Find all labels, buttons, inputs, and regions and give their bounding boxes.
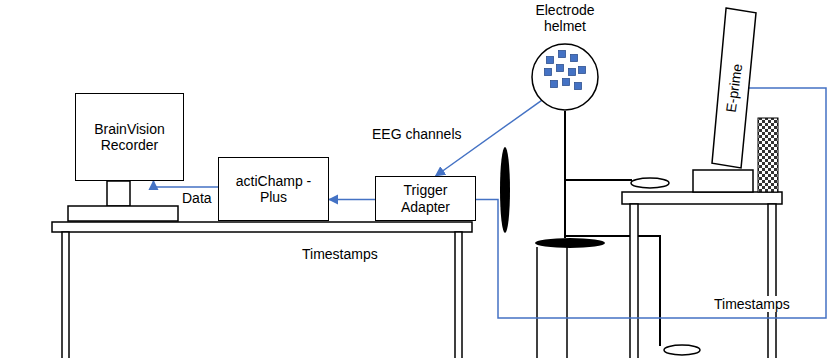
electrode [551, 81, 558, 88]
electrode [575, 83, 582, 90]
signal-connector [153, 181, 218, 187]
node-text: actiChamp - Plus [219, 173, 328, 205]
electrode [545, 69, 552, 76]
helmet-circle: Electrode helmet [520, 2, 610, 114]
chair [500, 147, 605, 358]
node-text: BrainVision Recorder [76, 121, 183, 153]
helmet-circle [532, 44, 598, 110]
electrode [559, 51, 566, 58]
right-table [622, 170, 782, 358]
adapter-box: Trigger Adapter [375, 176, 476, 221]
device-box: actiChamp - Plus [218, 157, 329, 221]
monitor-outline [712, 8, 756, 168]
foot-pedal [664, 345, 700, 355]
node-text: Trigger Adapter [376, 182, 475, 214]
electrode [547, 57, 554, 64]
electrode [563, 79, 570, 86]
speaker-box [758, 118, 778, 192]
left-table [52, 222, 472, 358]
signal-connector [329, 199, 375, 201]
connector-label: Data [180, 190, 214, 206]
tilted-monitor: E-prime [712, 8, 756, 168]
electrode [579, 67, 586, 74]
mouse [631, 178, 669, 188]
monitor-box: BrainVision Recorder [75, 93, 184, 181]
electrode [569, 69, 576, 76]
electrode [571, 55, 578, 62]
node-text: Electrode helmet [520, 2, 610, 34]
signal-connector [476, 88, 826, 318]
connector-label: EEG channels [370, 126, 464, 142]
connector-label: Timestamps [712, 296, 792, 312]
electrode [557, 65, 564, 72]
signal-label: Timestamps [300, 246, 380, 262]
person-figure [565, 111, 660, 346]
